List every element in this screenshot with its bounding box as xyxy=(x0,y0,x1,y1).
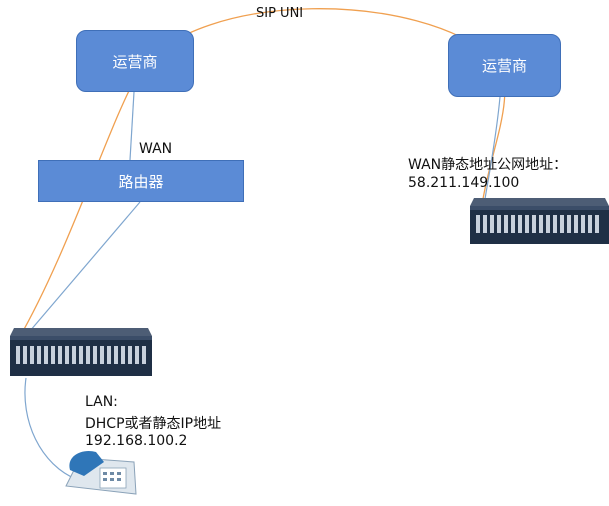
gateway-device-icon xyxy=(10,328,152,376)
sip-uni-label: SIP UNI xyxy=(256,6,304,21)
gateway-to-phone-link xyxy=(24,377,79,481)
carrier-label: 运营商 xyxy=(481,57,527,75)
carrier-node-left: 运营商 xyxy=(76,30,194,92)
lan-label: LAN: xyxy=(85,394,118,410)
wan-label: WAN xyxy=(139,141,173,157)
lan-ip-address: 192.168.100.2 xyxy=(85,433,188,449)
carrier-node-right: 运营商 xyxy=(448,34,561,97)
router-label: 路由器 xyxy=(118,172,164,191)
wan-static-address-label: WAN静态地址公网地址： xyxy=(408,157,568,173)
lan-address-description: DHCP或者静态IP地址 xyxy=(85,416,222,432)
carrier-label: 运营商 xyxy=(112,52,158,71)
carrier-to-router-link xyxy=(129,91,135,161)
desk-phone-icon xyxy=(65,450,137,495)
wan-ip-address: 58.211.149.100 xyxy=(408,175,520,191)
router-node: 路由器 xyxy=(38,160,244,202)
router-to-gateway-link xyxy=(23,201,141,339)
gateway-device-icon xyxy=(470,198,609,244)
right-carrier-to-gateway-link xyxy=(483,96,501,206)
